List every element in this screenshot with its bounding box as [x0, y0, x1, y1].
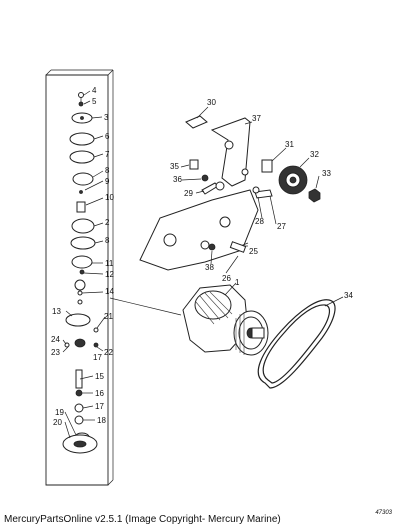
- callout-17: 17: [93, 353, 102, 362]
- callout-19: 19: [55, 408, 64, 417]
- exploded-view-frame: [45, 69, 114, 486]
- callout-36: 36: [173, 175, 182, 184]
- callout-28: 28: [255, 217, 264, 226]
- callout-5: 5: [92, 97, 97, 106]
- callout-12: 12: [105, 270, 114, 279]
- callout-2: 2: [105, 218, 110, 227]
- screw-part: [78, 92, 84, 98]
- vane-part: [76, 201, 86, 213]
- callout-23: 23: [51, 348, 60, 357]
- bolt-part: [185, 115, 208, 129]
- washer-part-36: [215, 181, 225, 191]
- callout-8: 8: [105, 166, 110, 175]
- callout-20: 20: [53, 418, 62, 427]
- callout-29: 29: [184, 189, 193, 198]
- callout-31: 31: [285, 140, 294, 149]
- sleeve-part-31: [261, 159, 273, 173]
- rotor-part: [72, 172, 94, 186]
- callout-22: 22: [104, 348, 113, 357]
- callout-1: 1: [235, 278, 240, 287]
- callout-3: 3: [104, 113, 109, 122]
- washer-part-38: [208, 243, 216, 251]
- callout-24: 24: [51, 335, 60, 344]
- callout-17-lower: 17: [95, 402, 104, 411]
- gasket-part: [69, 132, 95, 146]
- power-steering-pump: [182, 284, 269, 356]
- shaft-part: [75, 369, 83, 389]
- callout-34: 34: [344, 291, 353, 300]
- ring-part: [71, 218, 95, 234]
- callout-26: 26: [222, 274, 231, 283]
- spacer-part: [189, 159, 199, 170]
- bolt-part-29: [201, 182, 219, 195]
- nut-part-33: [308, 188, 321, 203]
- callout-9: 9: [105, 177, 110, 186]
- callout-14: 14: [105, 287, 114, 296]
- o-ring-part: [74, 279, 86, 291]
- callout-25: 25: [249, 247, 258, 256]
- nut-part: [201, 174, 209, 182]
- callout-16: 16: [95, 389, 104, 398]
- mounting-bracket-part: [210, 117, 251, 187]
- plate-part: [69, 150, 95, 164]
- callout-35: 35: [170, 162, 179, 171]
- callout-21: 21: [104, 312, 113, 321]
- callout-15: 15: [95, 372, 104, 381]
- callout-4: 4: [92, 86, 97, 95]
- callout-18: 18: [97, 416, 106, 425]
- seal-plate-part: [71, 255, 93, 269]
- pointer-line: [109, 297, 182, 316]
- support-bracket-part: [139, 189, 259, 271]
- bracket-assembly: [139, 115, 321, 271]
- bolt-part-28: [254, 189, 273, 199]
- drive-belt: [257, 299, 336, 389]
- leader-lines: [62, 90, 344, 439]
- callout-11: 11: [105, 259, 114, 268]
- callout-8-lower: 8: [105, 236, 110, 245]
- callout-38: 38: [205, 263, 214, 272]
- callout-7: 7: [105, 150, 110, 159]
- pump-parts-stack: [62, 92, 99, 454]
- callout-32: 32: [310, 150, 319, 159]
- callout-33: 33: [322, 169, 331, 178]
- callout-37: 37: [252, 114, 261, 123]
- callout-10: 10: [105, 193, 114, 202]
- figure-number: 47303: [375, 510, 392, 516]
- callout-numbers: 4 5 3 6 7 8 9 10 2 8 11 12 14 13 21 22 2…: [51, 86, 353, 427]
- callout-13: 13: [52, 307, 61, 316]
- pump-body-part: [65, 313, 91, 327]
- callout-6: 6: [105, 132, 110, 141]
- copyright-footer: MercuryPartsOnline v2.5.1 (Image Copyrig…: [4, 514, 281, 525]
- callout-30: 30: [207, 98, 216, 107]
- callout-27: 27: [277, 222, 286, 231]
- bushing-part: [74, 338, 86, 348]
- washer-part: [78, 101, 84, 107]
- housing-part: [70, 236, 96, 250]
